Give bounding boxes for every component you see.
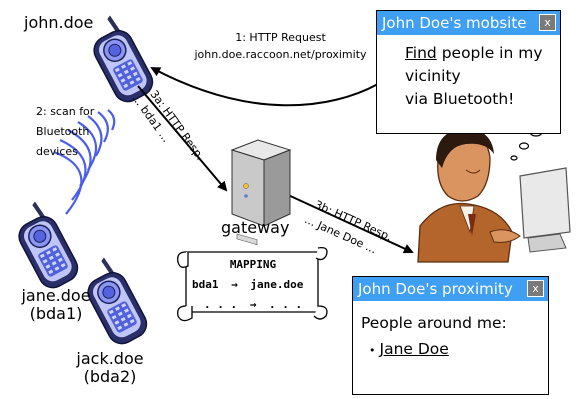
mapping-row: . . . → . . . bbox=[204, 298, 314, 312]
mapping-row: bda1 → jane.doe bbox=[192, 278, 316, 292]
mobsite-close-button[interactable]: x bbox=[539, 14, 556, 31]
mobsite-line1: Find people in my bbox=[405, 42, 560, 65]
node-label-john: john.doe bbox=[24, 13, 94, 32]
proximity-window-content: People around me: •Jane Doe bbox=[353, 301, 548, 364]
person-at-computer-icon bbox=[417, 127, 571, 263]
edge-resp-3b bbox=[285, 193, 414, 254]
node-label-jack-name: jack.doe bbox=[76, 349, 144, 368]
mapping-row-right: jane.doe bbox=[250, 278, 304, 291]
node-label-jane: jane.doe (bda1) bbox=[18, 286, 94, 324]
gateway-server-icon bbox=[230, 139, 292, 246]
mapping-arrow-icon: → bbox=[231, 278, 238, 291]
node-label-jack: jack.doe (bda2) bbox=[72, 349, 148, 387]
node-label-jane-bda: (bda1) bbox=[29, 304, 83, 324]
mapping-arrow-icon: → bbox=[249, 298, 257, 311]
mobsite-line2: vicinity bbox=[405, 67, 461, 85]
edge-label-scan: 2: scan for Bluetooth devices bbox=[36, 102, 94, 162]
mobsite-window: John Doe's mobsite x Find people in my v… bbox=[376, 10, 561, 134]
proximity-list-item: •Jane Doe bbox=[361, 336, 548, 364]
mapping-title: MAPPING bbox=[229, 258, 277, 271]
bullet-icon: • bbox=[369, 344, 376, 357]
node-label-gateway: gateway bbox=[221, 218, 290, 237]
mobsite-window-content: Find people in my vicinity via Bluetooth… bbox=[377, 35, 560, 111]
edge-resp-3a bbox=[137, 85, 228, 192]
edge-label-http-request-line2: john.doe.raccoon.net/proximity bbox=[194, 47, 367, 61]
proximity-window: John Doe's proximity x People around me:… bbox=[352, 276, 549, 395]
edge-label-scan-line2: Bluetooth bbox=[36, 125, 90, 138]
node-label-jack-bda: (bda2) bbox=[83, 367, 137, 387]
node-label-jane-name: jane.doe bbox=[21, 286, 91, 305]
bluetooth-waves-icon bbox=[53, 109, 116, 215]
mapping-scroll bbox=[177, 247, 328, 322]
proximity-heading: People around me: bbox=[361, 314, 507, 332]
edge-label-http-request-line1: 1: HTTP Request bbox=[235, 31, 326, 44]
mapping-row-left: bda1 bbox=[192, 278, 219, 291]
proximity-window-titlebar: John Doe's proximity x bbox=[353, 277, 548, 301]
proximity-window-title: John Doe's proximity bbox=[358, 280, 513, 298]
edge-label-scan-line1: 2: scan for bbox=[36, 105, 95, 118]
mobsite-window-titlebar: John Doe's mobsite x bbox=[377, 11, 560, 35]
mobsite-line3: via Bluetooth! bbox=[405, 90, 515, 108]
mapping-row-right: . . . bbox=[269, 298, 303, 311]
mobsite-line1-rest: people in my bbox=[436, 44, 543, 62]
mobsite-window-title: John Doe's mobsite bbox=[382, 14, 527, 32]
mapping-row-left: . . . bbox=[204, 298, 238, 311]
jane-doe-link[interactable]: Jane Doe bbox=[379, 340, 449, 358]
phone-jane-icon bbox=[5, 197, 84, 294]
edge-label-http-request: 1: HTTP Request john.doe.raccoon.net/pro… bbox=[183, 31, 378, 61]
find-link[interactable]: Find bbox=[405, 44, 437, 62]
edge-http-request bbox=[150, 67, 379, 107]
edge-label-scan-line3: devices bbox=[36, 145, 78, 158]
proximity-close-button[interactable]: x bbox=[527, 280, 544, 297]
